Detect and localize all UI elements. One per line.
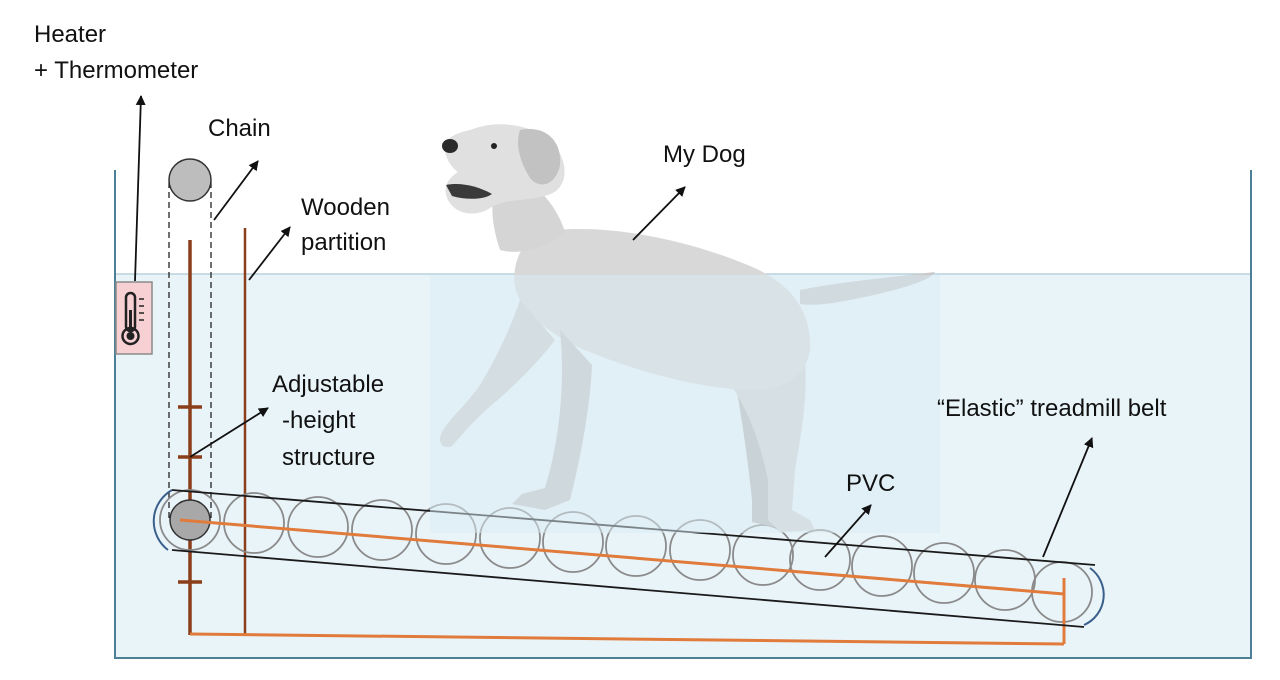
pvc-arrow [824, 504, 872, 558]
dog-label: My Dog [663, 141, 746, 168]
belt-arrow [1042, 437, 1094, 558]
adjustable-label-line1: Adjustable [272, 371, 384, 398]
chain [168, 182, 212, 518]
orange-frame [179, 518, 1066, 646]
dog-arrow [632, 186, 686, 241]
heater-label-line1: Heater [34, 21, 106, 48]
belt-left-edge [152, 489, 173, 551]
partition-arrow [248, 226, 291, 281]
top-pulley [168, 158, 212, 202]
thermometer-icon [121, 291, 144, 346]
water-tank [114, 170, 1252, 659]
adjustable-label-line3: structure [282, 444, 375, 471]
heater-label-line2: + Thermometer [34, 57, 198, 84]
partition-label-line1: Wooden [301, 194, 390, 221]
adjustable-arrow [189, 407, 269, 458]
belt-right-edge [1083, 567, 1105, 626]
pvc-roller [287, 496, 349, 558]
dog-submerged-overlay [430, 275, 940, 533]
partition-label-line2: partition [301, 229, 386, 256]
chain-arrow [213, 160, 259, 221]
pvc-roller [159, 489, 221, 551]
pvc-label: PVC [846, 470, 895, 497]
heater-arrow [134, 95, 146, 282]
chain-label: Chain [208, 115, 271, 142]
belt-label: “Elastic” treadmill belt [937, 395, 1167, 422]
pvc-roller [851, 535, 913, 597]
heater-box [115, 281, 153, 355]
pvc-roller [913, 542, 975, 604]
pvc-roller [351, 499, 413, 561]
adjustable-label-line2: -height [282, 407, 356, 434]
